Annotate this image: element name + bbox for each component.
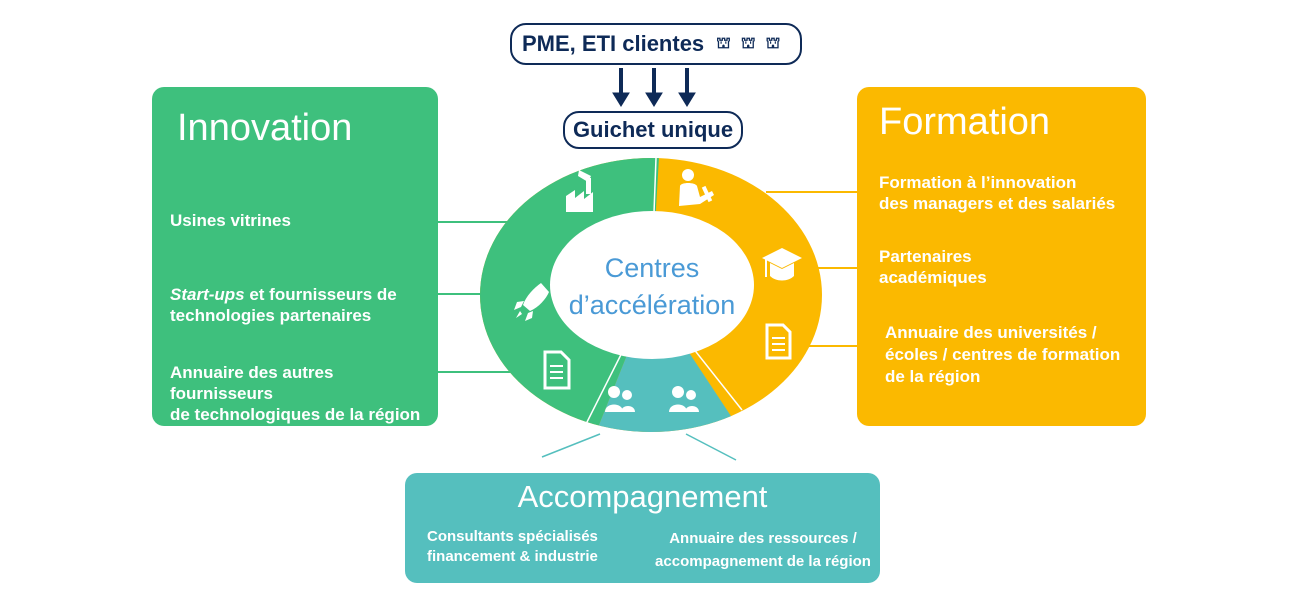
connector-line bbox=[541, 433, 601, 458]
accompagnement-item-annuaire: Annuaire des ressources / accompagnement… bbox=[655, 530, 871, 570]
document-icon bbox=[543, 350, 571, 390]
innovation-box: Innovation Usines vitrines Start-ups et … bbox=[152, 87, 438, 426]
innovation-item-annuaire: Annuaire des autres fournisseurs de tech… bbox=[170, 363, 421, 424]
accompagnement-item-consultants: Consultants spécialisés financement & in… bbox=[427, 528, 598, 565]
formation-item-innovation: Formation à l’innovation des managers et… bbox=[879, 173, 1116, 213]
reading-person-icon bbox=[679, 169, 714, 206]
ring-segment-accompagnement bbox=[585, 295, 760, 432]
factory-icon: ⛫⛫⛫ bbox=[716, 35, 791, 52]
formation-item-partenaires: Partenaires académiques bbox=[879, 247, 987, 287]
people-icon bbox=[669, 386, 699, 412]
connector-line bbox=[685, 433, 737, 461]
center-title-line1: Centres bbox=[604, 253, 700, 283]
clients-pill: PME, ETI clientes ⛫⛫⛫ bbox=[510, 23, 802, 65]
center-title: Centres d’accélération bbox=[552, 250, 752, 324]
accompagnement-box: Accompagnement Consultants spécialisés f… bbox=[405, 473, 880, 583]
clients-label: PME, ETI clientes bbox=[522, 31, 705, 56]
people-icon bbox=[605, 386, 635, 412]
accompagnement-title: Accompagnement bbox=[517, 479, 768, 514]
innovation-title: Innovation bbox=[177, 107, 353, 149]
guichet-unique-pill: Guichet unique bbox=[563, 111, 743, 149]
formation-item-annuaire: Annuaire des universités / écoles / cent… bbox=[885, 323, 1121, 386]
graduation-cap-icon bbox=[762, 248, 802, 281]
formation-title: Formation bbox=[879, 101, 1051, 143]
innovation-item-usines: Usines vitrines bbox=[170, 211, 291, 230]
center-circle bbox=[550, 211, 754, 359]
guichet-label: Guichet unique bbox=[572, 117, 734, 142]
formation-box: Formation Formation à l’innovation des m… bbox=[857, 87, 1146, 426]
document-icon bbox=[765, 323, 792, 360]
arrow-down-icon bbox=[612, 68, 696, 107]
factory-icon bbox=[566, 170, 593, 212]
center-title-line2: d’accélération bbox=[568, 290, 736, 320]
innovation-item-startups: Start-ups et fournisseurs de technologie… bbox=[170, 285, 397, 325]
rocket-icon bbox=[514, 283, 549, 321]
